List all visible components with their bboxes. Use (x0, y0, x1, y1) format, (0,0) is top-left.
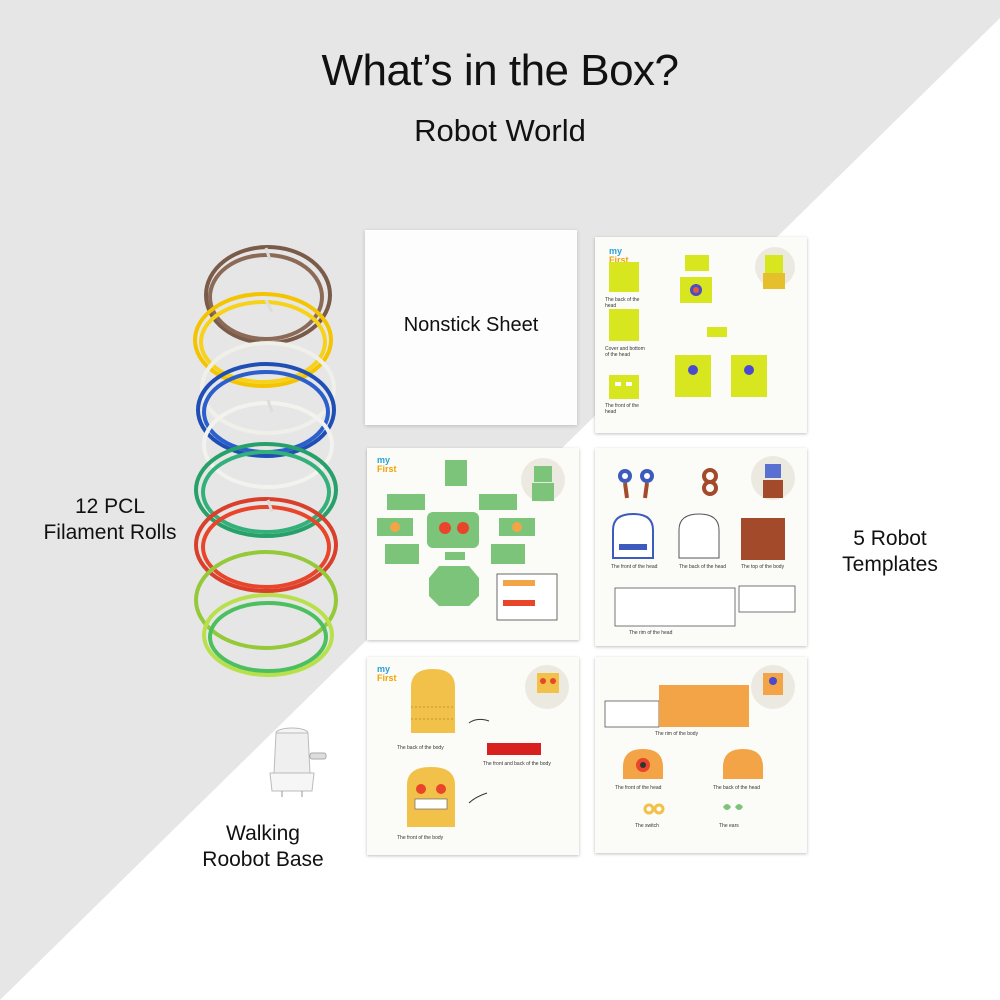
filament-label-text: 12 PCL Filament Rolls (43, 495, 177, 544)
nonstick-sheet: Nonstick Sheet (365, 230, 577, 425)
templates-label-text: 5 Robot Templates (842, 527, 938, 576)
template-shapes (377, 458, 565, 621)
template-caption: The back of the head (605, 297, 640, 309)
template-caption: Cover and bottom of the head (605, 346, 645, 358)
filament-roll (194, 442, 338, 538)
template-shapes (609, 247, 795, 399)
template-caption: The front of the body (397, 835, 444, 841)
brand-logo-line2: First (377, 464, 397, 474)
templates-label: 5 Robot Templates (815, 526, 965, 578)
brand-logo-line1: my (377, 664, 391, 674)
walking-base-label: Walking Roobot Base (170, 821, 356, 873)
template-caption: The front of the head (615, 785, 662, 791)
filament-roll (196, 362, 336, 458)
robot-template-card: The front of the head The back of the he… (595, 448, 807, 646)
template-caption: The top of the body (741, 564, 785, 570)
walking-base-label-text: Walking Roobot Base (202, 822, 324, 871)
filament-rolls-image (193, 245, 338, 677)
filament-label: 12 PCL Filament Rolls (20, 494, 200, 546)
template-caption: The rim of the head (629, 630, 673, 636)
brand-logo-line2: First (609, 255, 629, 265)
template-caption: The front of the head (605, 403, 639, 415)
filament-roll (201, 505, 331, 589)
filament-roll (193, 292, 333, 388)
template-caption: The rim of the body (655, 731, 699, 737)
template-shapes (604, 665, 795, 815)
template-caption: The back of the body (397, 745, 444, 751)
filament-roll (199, 300, 327, 384)
nonstick-sheet-label: Nonstick Sheet (403, 314, 539, 336)
brand-logo-line1: my (609, 246, 623, 256)
filament-roll (201, 450, 331, 534)
walking-base-image (269, 727, 327, 797)
template-caption: The switch (635, 823, 659, 829)
filament-roll (208, 253, 324, 341)
template-caption: The back of the head (713, 785, 760, 791)
filament-roll (194, 550, 338, 650)
template-caption: The back of the head (679, 564, 726, 570)
brand-logo-line1: my (377, 455, 391, 465)
template-caption: The ears (719, 823, 739, 829)
template-caption: The front and back of the body (483, 761, 551, 767)
template-shapes (407, 665, 569, 827)
filament-roll (194, 497, 338, 593)
page-title: What’s in the Box? (321, 46, 679, 95)
filament-roll (208, 601, 328, 673)
brand-logo-line2: First (377, 673, 397, 683)
template-caption: The front of the head (611, 564, 658, 570)
page-subtitle: Robot World (414, 113, 586, 148)
template-shapes (612, 456, 796, 627)
filament-roll (200, 341, 336, 435)
robot-template-card: The rim of the body The front of the hea… (595, 657, 807, 853)
filament-roll (202, 593, 334, 677)
